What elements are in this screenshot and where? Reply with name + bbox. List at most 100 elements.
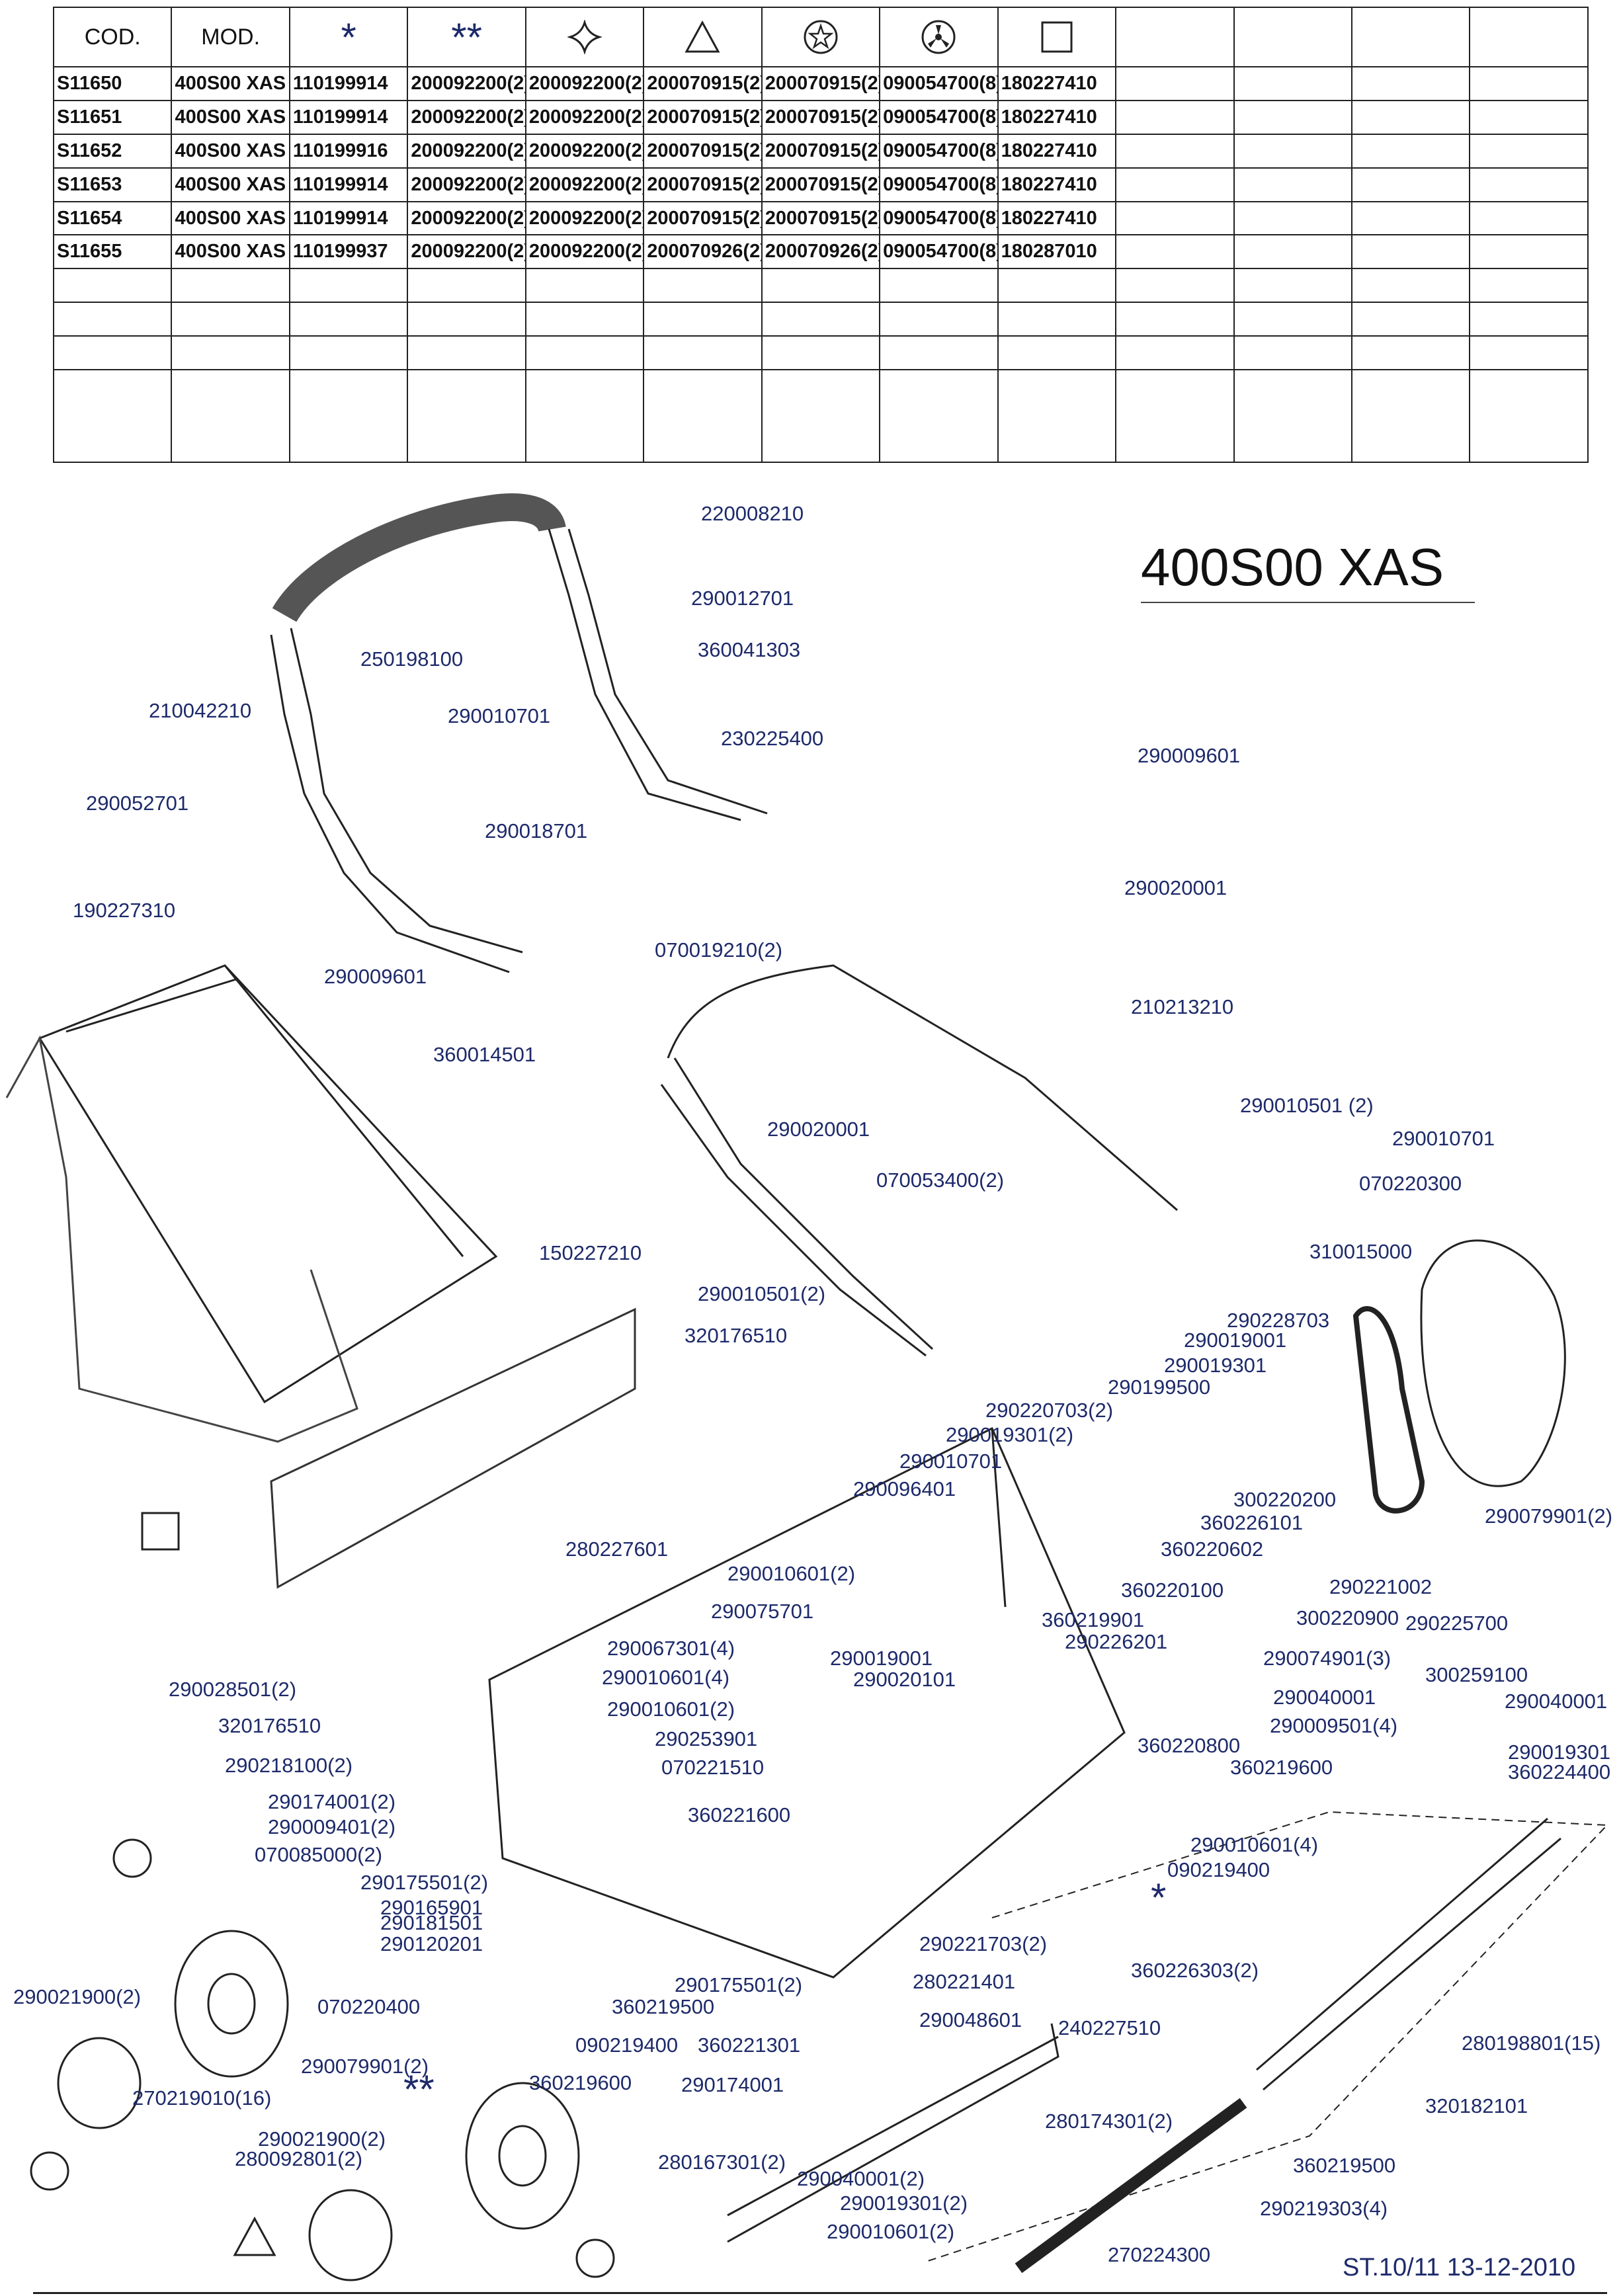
- table-cell: [761, 335, 881, 371]
- part-callout-label: 290019301(2): [840, 2192, 968, 2215]
- table-cell: S11653: [52, 167, 173, 202]
- handle-grip: [272, 493, 566, 623]
- diagram-shapes: [5, 493, 1609, 2281]
- table-cell: [643, 369, 763, 463]
- part-callout-label: 360014501: [433, 1043, 536, 1066]
- table-cell: [407, 335, 526, 371]
- three-blade-circle-icon: [879, 7, 999, 67]
- table-cell: [52, 369, 173, 463]
- part-callout-label: 290175501(2): [360, 1871, 488, 1894]
- part-callout-label: 150227210: [539, 1241, 642, 1264]
- part-callout-label: 360219500: [1293, 2154, 1395, 2177]
- table-cell: [171, 335, 290, 371]
- empty-table-row: [52, 302, 1589, 337]
- table-cell: 090054700(8): [879, 167, 999, 202]
- table-cell: [288, 369, 409, 463]
- part-callout-label: 310015000: [1309, 1240, 1412, 1263]
- part-callout-label: 290120201: [380, 1932, 483, 1955]
- table-cell: [1351, 167, 1471, 202]
- part-callout-label: 290040001: [1505, 1690, 1607, 1713]
- part-callout-label: 070019210(2): [655, 938, 782, 962]
- part-callout-label: 290009601: [324, 965, 427, 988]
- part-callout-label: 290012701: [691, 587, 794, 610]
- table-cell: [524, 268, 645, 304]
- table-cell: [1233, 66, 1352, 101]
- part-callout-label: 290010601(2): [827, 2220, 954, 2243]
- part-callout-label: 070053400(2): [876, 1168, 1004, 1192]
- drive-belt: [1352, 1306, 1425, 1514]
- grass-bag: [5, 1035, 358, 1443]
- triangle-icon: [643, 7, 763, 67]
- table-cell: [1115, 66, 1235, 101]
- table-cell: 180227410: [997, 167, 1117, 202]
- table-cell: [288, 268, 409, 304]
- table-cell: [1469, 66, 1589, 101]
- part-callout-label: 290010501 (2): [1240, 1094, 1374, 1117]
- table-cell: [997, 335, 1117, 371]
- table-cell: [1115, 302, 1235, 337]
- table-cell: 200092200(2): [524, 167, 645, 202]
- part-callout-label: 290228703: [1227, 1309, 1329, 1332]
- table-cell: [1233, 99, 1352, 135]
- part-callout-label: 070220300: [1359, 1172, 1462, 1195]
- part-callout-label: 300220900: [1296, 1606, 1399, 1629]
- part-callout-label: 290253901: [655, 1727, 757, 1750]
- rear-wheel: [308, 2082, 580, 2281]
- part-callout-label: 290174001(2): [268, 1790, 395, 1813]
- part-callout-label: 290175501(2): [675, 1973, 802, 1996]
- callout-labels: 2200082102900127013600413032501981002100…: [13, 502, 1612, 2266]
- upper-handle: [270, 628, 523, 973]
- part-callout-label: 290040001: [1273, 1686, 1376, 1709]
- lower-handle: [660, 964, 1178, 1357]
- part-callout-label: 360224400: [1508, 1760, 1610, 1784]
- table-cell: S11652: [52, 133, 173, 169]
- part-callout-label: 360219600: [1230, 1756, 1333, 1779]
- empty-table-row: [52, 335, 1589, 371]
- table-cell: 200092200(2): [524, 66, 645, 101]
- table-cell: 200070915(2): [761, 200, 881, 236]
- triangle-marker: [233, 2216, 276, 2256]
- three-blade-marker-bottom: [575, 2238, 615, 2278]
- footer-rule: [33, 2292, 1607, 2294]
- table-cell: [1469, 302, 1589, 337]
- table-cell: 200092200(2): [407, 66, 526, 101]
- part-callout-label: 280092801(2): [235, 2147, 362, 2170]
- exploded-parts-diagram: 2200082102900127013600413032501981002100…: [5, 493, 1612, 2281]
- part-callout-label: 300220200: [1233, 1488, 1336, 1511]
- table-cell: 200070915(2): [643, 133, 763, 169]
- table-cell: [761, 302, 881, 337]
- table-cell: S11655: [52, 234, 173, 270]
- table-cell: 400S00 XAS: [171, 66, 290, 101]
- table-cell: [761, 268, 881, 304]
- part-callout-label: 190227310: [73, 899, 175, 922]
- header-asterisk: *: [288, 7, 409, 67]
- table-cell: 200070915(2): [643, 200, 763, 236]
- table-cell: [52, 302, 173, 337]
- part-callout-label: 290009501(4): [1270, 1714, 1397, 1737]
- part-callout-label: 290048601: [919, 2008, 1022, 2031]
- part-callout-label: 280221401: [913, 1970, 1015, 1993]
- table-cell: [997, 268, 1117, 304]
- table-cell: [1351, 335, 1471, 371]
- empty-table-row: [52, 268, 1589, 304]
- part-callout-label: 290074901(3): [1263, 1647, 1391, 1670]
- rotor-dashed-box: [925, 1811, 1609, 2262]
- table-cell: 200070926(2): [643, 234, 763, 270]
- table-cell: [1469, 200, 1589, 236]
- table-cell: 110199916: [288, 133, 409, 169]
- part-callout-label: 360219500: [612, 1995, 714, 2018]
- part-callout-label: 360220100: [1121, 1578, 1224, 1602]
- part-callout-label: 290019301: [1164, 1354, 1267, 1377]
- model-title: 400S00 XAS: [1141, 538, 1444, 596]
- table-cell: 400S00 XAS: [171, 99, 290, 135]
- table-cell: [1115, 167, 1235, 202]
- part-callout-label: 360220800: [1138, 1734, 1240, 1757]
- table-cell: [1469, 234, 1589, 270]
- double-asterisk-marker: **: [403, 2067, 435, 2112]
- table-cell: [524, 335, 645, 371]
- part-callout-label: 290019001: [1184, 1329, 1286, 1352]
- table-cell: 200070915(2): [643, 99, 763, 135]
